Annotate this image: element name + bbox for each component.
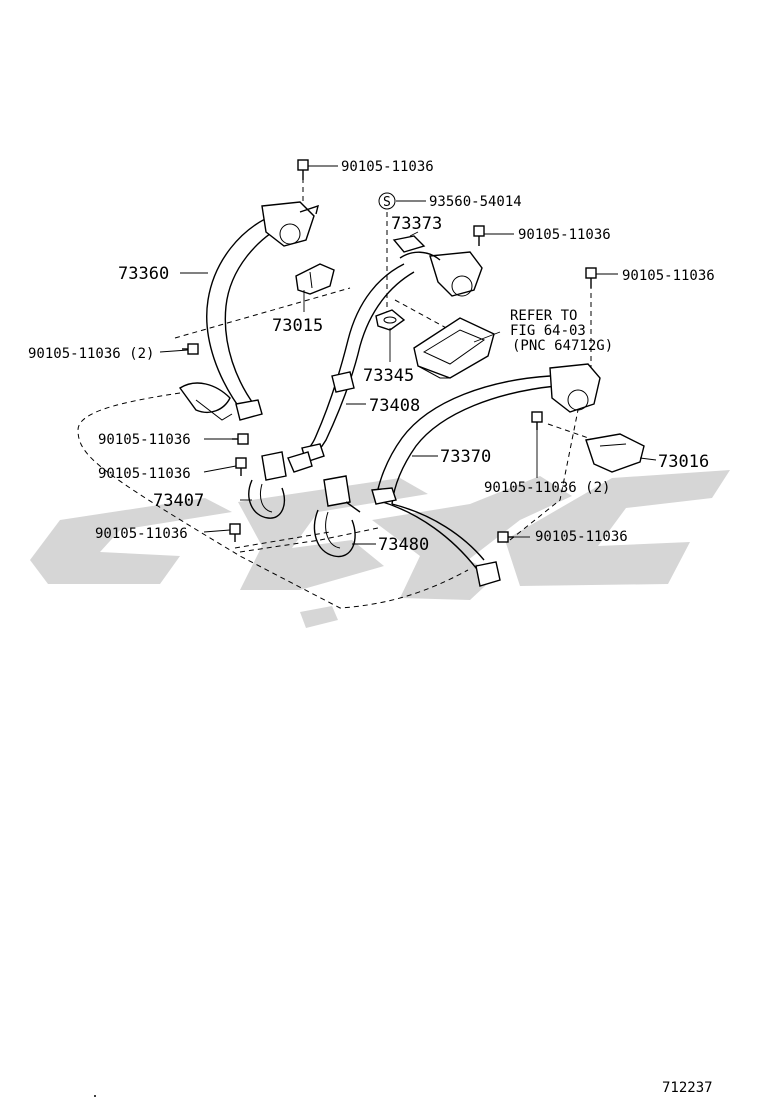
dash-line-73480 bbox=[239, 527, 379, 553]
dash-outline-left bbox=[77, 392, 469, 609]
bolt-icon-right bbox=[585, 267, 597, 288]
label-73360: 73360 bbox=[118, 264, 169, 284]
leader-bolt-left-b bbox=[203, 465, 237, 473]
bracket-73015 bbox=[295, 263, 335, 295]
label-bolt-left-c: 90105-11036 bbox=[95, 526, 188, 542]
label-73016: 73016 bbox=[658, 452, 709, 472]
bolt-icon-right-qty2 bbox=[531, 411, 543, 430]
bolt-icon-left-b bbox=[235, 457, 247, 476]
leader-bolt-left-qty2 bbox=[159, 349, 189, 353]
label-bolt-left-qty2: 90105-11036 (2) bbox=[28, 346, 154, 362]
buckle-73407 bbox=[248, 451, 313, 519]
label-73373: 73373 bbox=[391, 214, 442, 234]
label-73480: 73480 bbox=[378, 535, 429, 555]
cover-73016 bbox=[585, 433, 645, 473]
bezel-73345 bbox=[375, 309, 406, 331]
figure-id: 712237 bbox=[662, 1080, 713, 1096]
label-73015: 73015 bbox=[272, 316, 323, 336]
dash-line-73015 bbox=[174, 287, 351, 339]
belt-73360 bbox=[178, 201, 319, 421]
buckle-73480 bbox=[313, 475, 361, 558]
leader-refer bbox=[473, 331, 501, 343]
label-bolt-top: 90105-11036 bbox=[341, 159, 434, 175]
label-bolt-left-a: 90105-11036 bbox=[98, 432, 191, 448]
label-refer-3: (PNC 64712G) bbox=[512, 338, 613, 354]
bolt-icon-center bbox=[473, 225, 485, 246]
label-symbol-s: S bbox=[383, 195, 391, 210]
dash-line-bolt-r bbox=[509, 399, 581, 541]
bolt-icon-left-c bbox=[229, 523, 241, 542]
belt-73408 bbox=[299, 251, 483, 463]
label-clip-s: 93560-54014 bbox=[429, 194, 522, 210]
bolt-icon-lower-right bbox=[497, 531, 514, 543]
belt-73370 bbox=[371, 363, 601, 587]
label-bolt-center: 90105-11036 bbox=[518, 227, 611, 243]
bolt-icon-left-qty2 bbox=[182, 343, 199, 355]
label-73345: 73345 bbox=[363, 366, 414, 386]
reference-tray bbox=[413, 317, 495, 379]
bolt-icon-left-a bbox=[232, 433, 249, 445]
label-bolt-left-b: 90105-11036 bbox=[98, 466, 191, 482]
label-73370: 73370 bbox=[440, 447, 491, 467]
dash-line-bolt-l bbox=[234, 531, 331, 549]
stray-dot bbox=[94, 1095, 96, 1097]
clip-73373 bbox=[392, 235, 426, 253]
bolt-icon-top bbox=[297, 159, 309, 180]
label-bolt-right: 90105-11036 bbox=[622, 268, 715, 284]
label-73407: 73407 bbox=[153, 491, 204, 511]
label-refer-1: REFER TO bbox=[510, 308, 577, 324]
leader-bolt-left-c bbox=[203, 529, 231, 533]
label-73408: 73408 bbox=[369, 396, 420, 416]
leader-73016 bbox=[639, 457, 657, 461]
label-bolt-lower-right: 90105-11036 bbox=[535, 529, 628, 545]
dash-line-center bbox=[394, 299, 451, 331]
leader-73373 bbox=[409, 231, 419, 237]
label-bolt-right-qty2: 90105-11036 (2) bbox=[484, 480, 610, 496]
watermark-logo bbox=[30, 470, 730, 628]
label-refer-2: FIG 64-03 bbox=[510, 323, 586, 339]
clip-s-icon bbox=[378, 192, 396, 210]
